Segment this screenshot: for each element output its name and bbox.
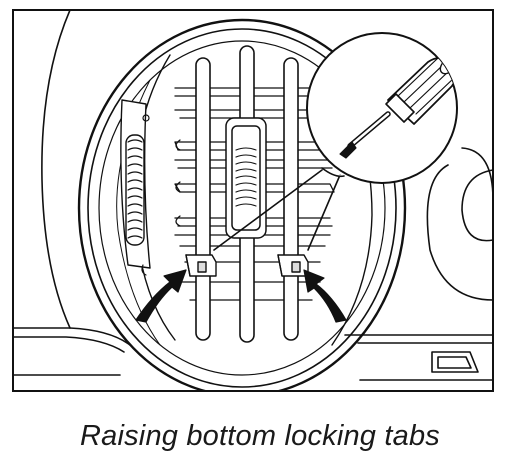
right-arrow-icon xyxy=(303,269,347,323)
vent-bezel xyxy=(77,18,407,391)
left-arrow-icon xyxy=(135,269,187,323)
left-locking-tab xyxy=(185,254,217,277)
thumbwheel xyxy=(120,99,151,276)
figure-caption: Raising bottom locking tabs xyxy=(79,420,441,452)
right-locking-tab xyxy=(277,254,309,277)
screwdriver-icon xyxy=(339,57,457,159)
magnifier-callout xyxy=(306,32,458,184)
dashboard-panel xyxy=(13,10,493,381)
callout-lines xyxy=(213,169,341,251)
center-slider-knob xyxy=(225,117,267,239)
